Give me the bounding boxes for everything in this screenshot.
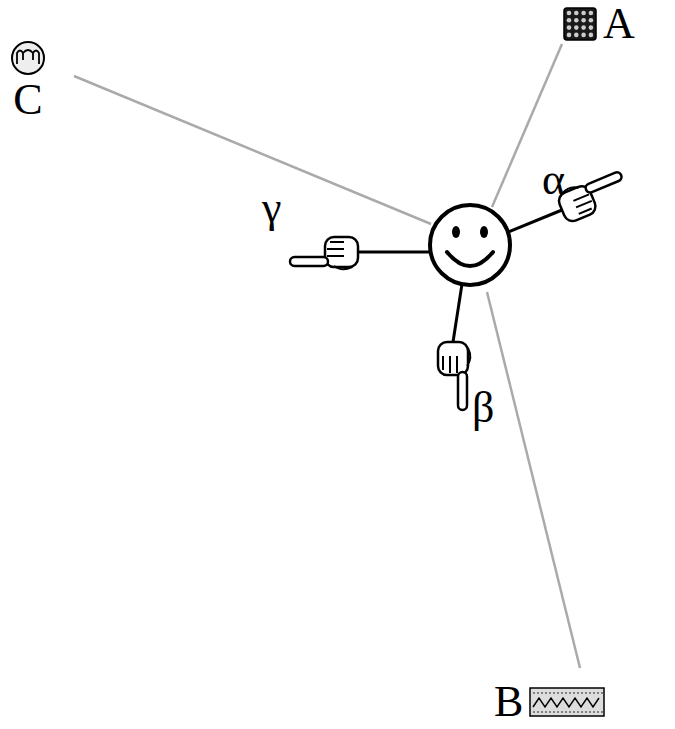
pointing-hand bbox=[555, 168, 630, 224]
pointing-hand bbox=[290, 237, 358, 269]
sight-line bbox=[487, 292, 580, 668]
object-letter: B bbox=[494, 680, 523, 724]
arm bbox=[508, 210, 562, 232]
pointing-hand bbox=[438, 342, 470, 410]
sight-lines bbox=[74, 44, 580, 668]
object-icon bbox=[10, 40, 46, 76]
direction-label: α bbox=[542, 158, 565, 202]
object-letter: A bbox=[603, 2, 635, 46]
object-marker: B bbox=[494, 680, 605, 724]
object-letter: C bbox=[13, 78, 42, 122]
direction-label: β bbox=[472, 386, 494, 430]
smiley-face bbox=[430, 205, 510, 285]
sight-line bbox=[74, 76, 431, 224]
arm bbox=[453, 284, 462, 342]
object-marker: A bbox=[563, 2, 635, 46]
object-icon bbox=[563, 7, 597, 41]
object-marker: C bbox=[10, 40, 46, 122]
object-icon bbox=[529, 687, 605, 717]
direction-label: γ bbox=[262, 186, 281, 230]
arm bbox=[358, 251, 430, 254]
